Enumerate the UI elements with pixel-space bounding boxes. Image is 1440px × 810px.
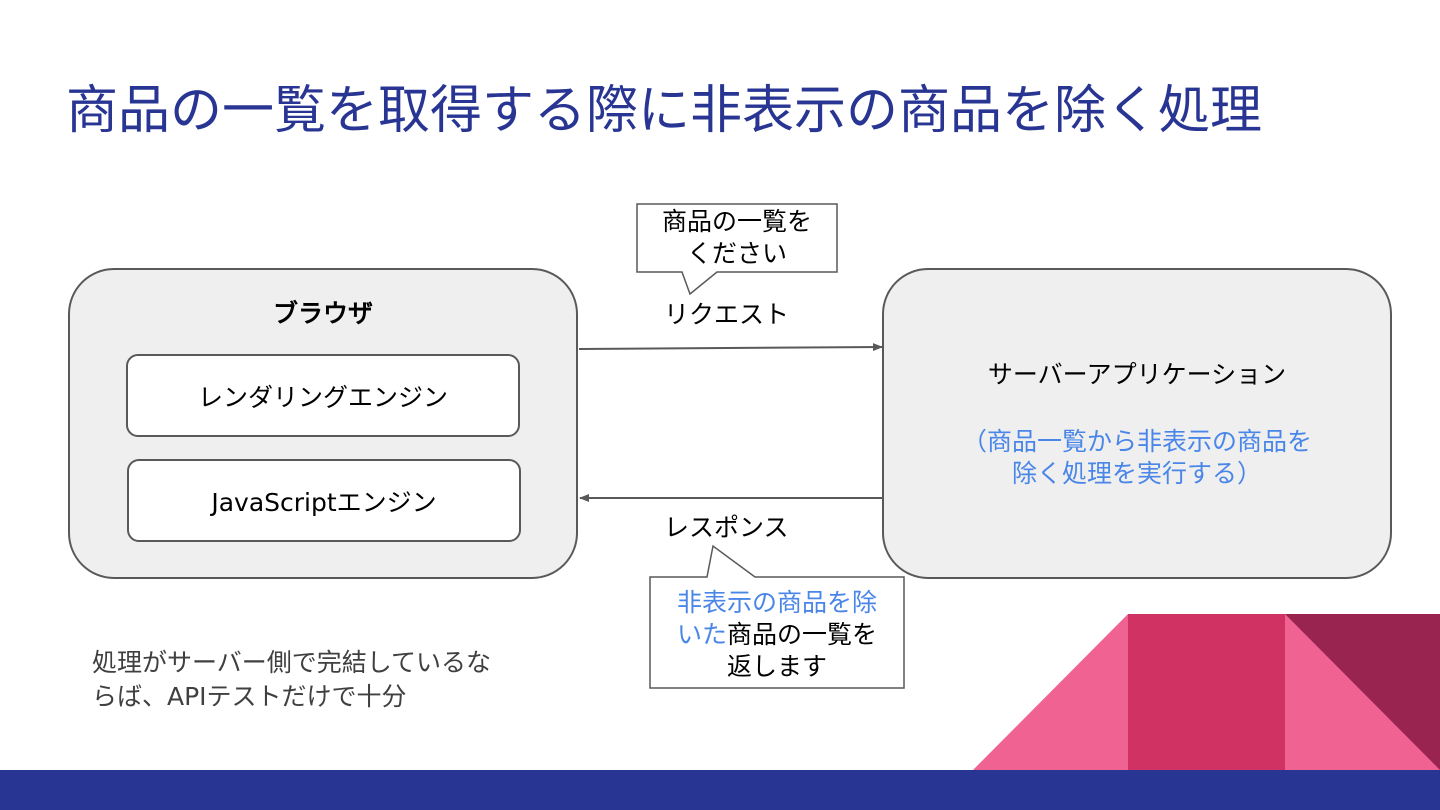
request-arrow	[578, 343, 883, 352]
browser-title: ブラウザ	[272, 299, 373, 328]
response-bubble-line1: 非表示の商品を除	[676, 588, 877, 617]
server-note-line1: （商品一覧から非表示の商品を	[961, 427, 1312, 456]
javascript-engine-label: JavaScriptエンジン	[211, 487, 437, 517]
server-box	[882, 268, 1392, 579]
decor-block-mid	[1128, 614, 1285, 770]
decor-triangle-left	[973, 614, 1128, 770]
response-bubble-line2-rest: 商品の一覧を	[727, 620, 878, 649]
server-title: サーバーアプリケーション	[987, 360, 1287, 389]
response-bubble-text: 非表示の商品を除 いた商品の一覧を 返します	[650, 587, 904, 683]
response-bubble-line2: いた商品の一覧を	[650, 619, 904, 651]
request-label: リクエスト	[664, 300, 790, 329]
request-bubble-line1: 商品の一覧を	[661, 207, 812, 236]
rendering-engine-label: レンダリングエンジン	[197, 382, 448, 412]
footnote-line1: 処理がサーバー側で完結しているな	[92, 648, 492, 677]
footnote: 処理がサーバー側で完結しているな らば、APIテストだけで十分	[92, 646, 491, 714]
decor-triangle-right	[1285, 614, 1440, 770]
response-bubble	[649, 544, 905, 689]
response-bubble-line2-accent: いた	[676, 620, 727, 649]
request-bubble-line2: ください	[686, 239, 787, 268]
response-label: レスポンス	[664, 513, 789, 542]
request-bubble	[636, 203, 838, 296]
request-bubble-text: 商品の一覧を ください	[637, 206, 837, 270]
javascript-engine-box: JavaScriptエンジン	[127, 459, 521, 542]
bottom-bar	[0, 770, 1440, 810]
footnote-line2: らば、APIテストだけで十分	[92, 682, 407, 711]
server-note-line2: 除く処理を実行する）	[1011, 459, 1262, 488]
slide-title: 商品の一覧を取得する際に非表示の商品を除く処理	[66, 81, 1263, 141]
response-bubble-line3: 返します	[726, 652, 827, 681]
rendering-engine-box: レンダリングエンジン	[126, 354, 520, 437]
